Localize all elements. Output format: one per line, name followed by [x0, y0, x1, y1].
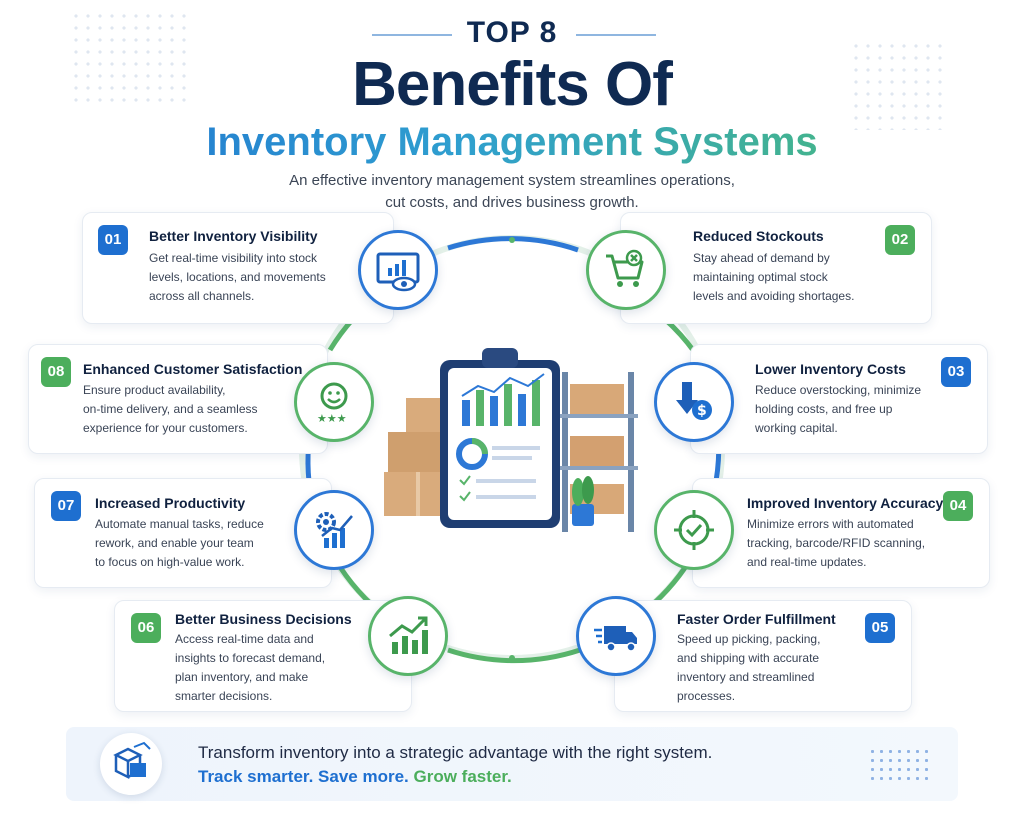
benefit-title: Better Inventory Visibility	[149, 228, 318, 244]
benefit-desc-line: rework, and enable your team	[95, 536, 254, 550]
benefit-card-07: 07 Increased Productivity Automate manua…	[34, 478, 332, 588]
benefit-desc-line: processes.	[677, 689, 736, 703]
benefit-desc-line: maintaining optimal stock	[693, 270, 828, 284]
benefit-title: Better Business Decisions	[175, 611, 352, 627]
benefit-number-badge: 06	[131, 613, 161, 643]
benefit-title: Improved Inventory Accuracy	[747, 495, 944, 511]
boxes-icon	[113, 741, 151, 780]
benefit-icon-circle-08: ★★★	[294, 362, 374, 442]
benefit-card-08: 08 Enhanced Customer Satisfaction Ensure…	[28, 344, 328, 454]
benefit-desc-line: on-time delivery, and a seamless	[83, 402, 258, 416]
benefit-icon-circle-05	[576, 596, 656, 676]
monitor-eye-icon	[376, 252, 420, 292]
benefit-description: Automate manual tasks, reduce rework, an…	[95, 515, 315, 572]
benefit-desc-line: levels, locations, and movements	[149, 270, 326, 284]
gear-chart-icon	[316, 512, 353, 548]
header-divider-left	[372, 34, 452, 36]
benefit-description: Ensure product availability, on-time del…	[83, 381, 303, 438]
decorative-dots-top-right	[850, 40, 950, 130]
benefit-number-badge: 08	[41, 357, 71, 387]
benefit-desc-line: working capital.	[755, 421, 838, 435]
benefit-desc-line: to focus on high-value work.	[95, 555, 245, 569]
page-title: Benefits Of	[352, 50, 673, 119]
benefit-desc-line: Ensure product availability,	[83, 383, 226, 397]
subtitle-line-2: cut costs, and drives business growth.	[385, 194, 639, 211]
benefit-icon-circle-01	[358, 230, 438, 310]
banner-message: Transform inventory into a strategic adv…	[198, 743, 713, 762]
benefit-icon-circle-04	[654, 490, 734, 570]
center-illustration	[384, 348, 638, 532]
benefit-desc-line: Access real-time data and	[175, 632, 314, 646]
benefit-desc-line: holding costs, and free up	[755, 402, 893, 416]
target-check-icon	[674, 510, 714, 550]
svg-text:$: $	[697, 403, 707, 419]
benefit-description: Get real-time visibility into stock leve…	[149, 249, 379, 306]
arrow-down-dollar-icon: $	[676, 382, 712, 420]
benefit-desc-line: insights to forecast demand,	[175, 651, 326, 665]
benefit-title: Faster Order Fulfillment	[677, 611, 836, 627]
benefit-card-02: Reduced Stockouts Stay ahead of demand b…	[620, 212, 932, 324]
benefit-card-03: Lower Inventory Costs Reduce overstockin…	[690, 344, 988, 454]
page-title-sub: Inventory Management Systems	[0, 118, 1024, 166]
top-label: TOP 8	[466, 16, 558, 49]
benefit-card-06: 06 Better Business Decisions Access real…	[114, 600, 412, 712]
benefit-icon-circle-02	[586, 230, 666, 310]
benefit-desc-line: smarter decisions.	[175, 689, 273, 703]
benefit-number-badge: 05	[865, 613, 895, 643]
benefit-desc-line: plan inventory, and make	[175, 670, 309, 684]
benefit-desc-line: Speed up picking, packing,	[677, 632, 821, 646]
benefit-desc-line: experience for your customers.	[83, 421, 248, 435]
delivery-truck-icon	[594, 626, 637, 652]
benefit-title: Increased Productivity	[95, 495, 246, 511]
benefit-number-badge: 03	[941, 357, 971, 387]
bottom-banner: Transform inventory into a strategic adv…	[66, 727, 958, 801]
benefit-desc-line: Get real-time visibility into stock	[149, 251, 318, 265]
banner-tagline: Track smarter. Save more. Grow faster.	[198, 767, 512, 787]
benefit-description: Speed up picking, packing, and shipping …	[677, 630, 867, 706]
benefit-icon-circle-06	[368, 596, 448, 676]
benefit-icon-circle-03: $	[654, 362, 734, 442]
cart-no-icon	[606, 249, 644, 287]
benefit-icon-circle-07	[294, 490, 374, 570]
benefit-card-05: Faster Order Fulfillment Speed up pickin…	[614, 600, 912, 712]
benefit-desc-line: Reduce overstocking, minimize	[755, 383, 922, 397]
benefit-desc-line: tracking, barcode/RFID scanning,	[747, 536, 926, 550]
benefit-desc-line: levels and avoiding shortages.	[693, 289, 855, 303]
benefit-description: Stay ahead of demand by maintaining opti…	[693, 249, 893, 306]
benefit-number-badge: 01	[98, 225, 128, 255]
growth-chart-icon	[389, 616, 428, 654]
benefit-title: Reduced Stockouts	[693, 228, 824, 244]
banner-decorative-dots	[868, 747, 928, 783]
banner-icon-circle	[100, 733, 162, 795]
banner-tagline-green: Grow faster.	[413, 767, 512, 786]
decorative-dots-top-left	[70, 10, 190, 110]
benefit-desc-line: and shipping with accurate	[677, 651, 820, 665]
benefit-desc-line: and real-time updates.	[747, 555, 867, 569]
benefit-description: Access real-time data and insights to fo…	[175, 630, 375, 706]
benefit-number-badge: 02	[885, 225, 915, 255]
svg-text:★★★: ★★★	[317, 412, 347, 425]
benefit-desc-line: Stay ahead of demand by	[693, 251, 830, 265]
benefit-desc-line: Minimize errors with automated	[747, 517, 914, 531]
benefit-description: Minimize errors with automated tracking,…	[747, 515, 947, 572]
page-subtitle: An effective inventory management system…	[0, 170, 1024, 214]
benefit-card-04: Improved Inventory Accuracy Minimize err…	[692, 478, 990, 588]
benefit-title: Lower Inventory Costs	[755, 361, 906, 377]
benefit-number-badge: 07	[51, 491, 81, 521]
smiley-stars-icon: ★★★	[317, 382, 348, 425]
benefit-number-badge: 04	[943, 491, 973, 521]
benefit-desc-line: inventory and streamlined	[677, 670, 815, 684]
benefit-card-01: 01 Better Inventory Visibility Get real-…	[82, 212, 394, 324]
header-divider-right	[576, 34, 656, 36]
benefit-description: Reduce overstocking, minimize holding co…	[755, 381, 945, 438]
benefit-desc-line: Automate manual tasks, reduce	[95, 517, 264, 531]
subtitle-line-1: An effective inventory management system…	[289, 172, 735, 189]
banner-tagline-blue: Track smarter. Save more.	[198, 767, 409, 786]
benefit-desc-line: across all channels.	[149, 289, 255, 303]
benefit-title: Enhanced Customer Satisfaction	[83, 361, 303, 377]
